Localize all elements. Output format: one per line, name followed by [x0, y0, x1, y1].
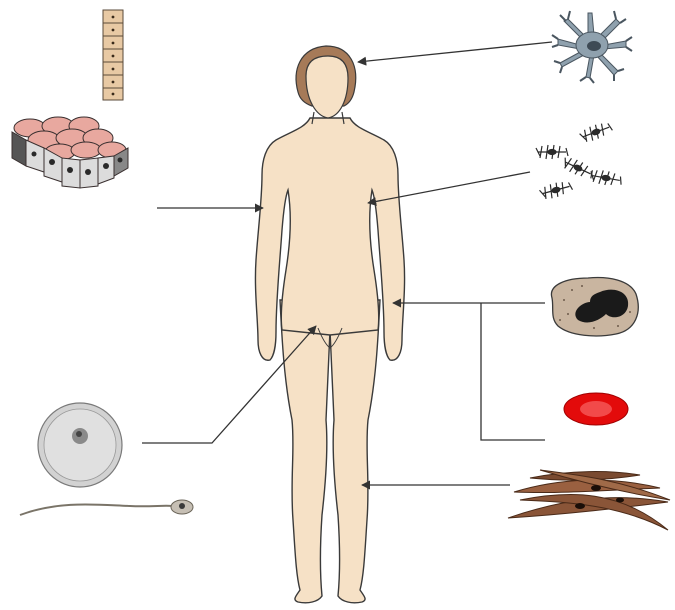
fibroblast-icon: [536, 120, 623, 201]
neuron-icon: [552, 11, 632, 83]
face: [306, 56, 348, 118]
leukocyte-icon: [551, 278, 638, 336]
columnar-epithelium-icon: [103, 10, 123, 100]
human-body-figure: [255, 46, 404, 603]
ovum-icon: [38, 403, 122, 487]
cuboidal-epithelium-icon: [12, 117, 128, 188]
bracket-blood: [481, 303, 545, 440]
arrow-neuron: [358, 42, 552, 62]
torso: [255, 118, 404, 360]
sperm-icon: [20, 500, 193, 515]
smooth-muscle-icon: [508, 470, 670, 530]
erythrocyte-icon: [564, 393, 628, 425]
legs: [280, 300, 380, 603]
